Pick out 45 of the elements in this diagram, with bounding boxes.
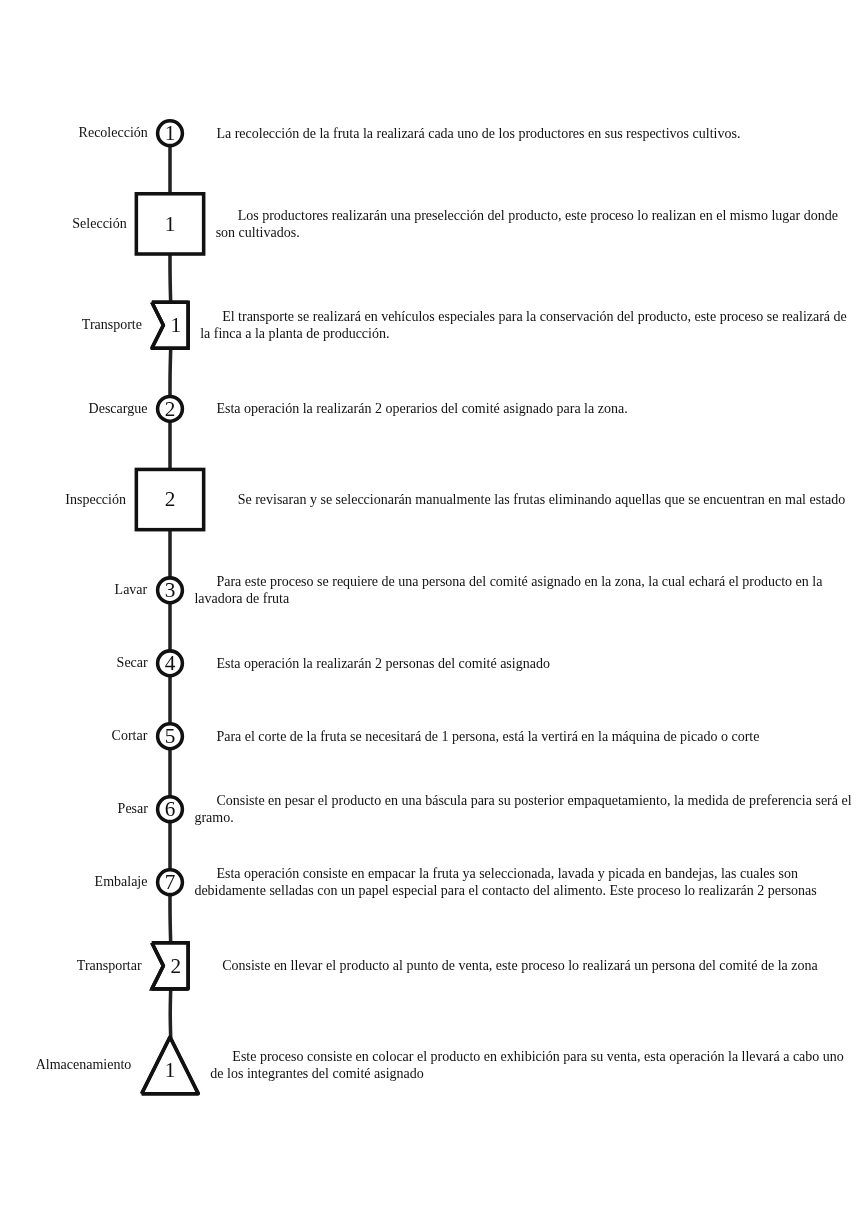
step-description: Consiste en pesar el producto en una báscula para su posterior empaquetamiento, la medida de preferencia será el gramo. — [194, 792, 853, 827]
connector-line — [168, 894, 173, 944]
operation-circle: 7 — [155, 868, 185, 897]
step-name: Cortar — [111, 728, 148, 745]
step-name: Embalaje — [94, 874, 148, 891]
connector-line — [168, 748, 172, 797]
step-description: Para este proceso se requiere de una persona del comité asignado en la zona, la cual echará el producto en la lavadora de fruta — [194, 573, 824, 608]
inspection-square: 1 — [134, 192, 206, 256]
step-description: Consiste en llevar el producto al punto de venta, este proceso lo realizará un persona del comité de la zona — [221, 957, 819, 975]
step-name: Almacenamiento — [35, 1057, 132, 1074]
operation-circle: 1 — [155, 119, 185, 148]
step-name: Transportar — [76, 957, 142, 974]
step-name: Inspección — [65, 491, 126, 508]
operation-circle: 5 — [155, 722, 185, 751]
step-description: Esta operación consiste en empacar la fruta ya seleccionada, lavada y picada en bandejas, las cuales son debidamente selladas con un papel especial para el contacto del alimento. Este proceso lo realizarán 2 personas — [194, 865, 818, 900]
step-description: Los productores realizarán una preselección del producto, este proceso lo realizan en el mismo lugar donde son cultivados. — [215, 206, 839, 241]
operation-circle: 3 — [155, 576, 185, 605]
inspection-square: 2 — [134, 467, 206, 532]
step-description: La recolección de la fruta la realizará cada uno de los productores en sus respectivos cultivos. — [215, 124, 742, 142]
step-description: Para el corte de la fruta se necesitará de 1 persona, está la vertirá en la máquina de picado o corte — [215, 727, 761, 745]
connector-line — [168, 989, 173, 1038]
step-description: Se revisaran y se seleccionarán manualmente las frutas eliminando aquellas que se encuentran en mal estado — [236, 491, 847, 509]
connector-line — [168, 529, 172, 578]
transport-flag: 2 — [150, 941, 190, 991]
connector-line — [168, 821, 172, 870]
step-description: Este proceso consiste en colocar el producto en exhibición para su venta, esta operación la llevará a cabo uno de los integrantes del comité asignado — [210, 1048, 845, 1083]
connector-line — [168, 602, 172, 651]
step-description: Esta operación la realizarán 2 operarios del comité asignado para la zona. — [215, 400, 629, 418]
operation-circle: 6 — [155, 795, 185, 824]
step-name: Lavar — [114, 582, 148, 599]
step-name: Descargue — [88, 400, 148, 417]
step-name: Pesar — [117, 801, 148, 818]
step-description: Esta operación la realizarán 2 personas del comité asignado — [215, 654, 551, 672]
operation-circle: 2 — [155, 394, 185, 423]
step-name: Selección — [72, 215, 127, 232]
step-name: Transporte — [81, 317, 142, 334]
step-name: Recolección — [78, 125, 148, 142]
transport-flag: 1 — [150, 300, 190, 351]
connector-line — [168, 421, 172, 470]
storage-triangle: 1 — [139, 1035, 201, 1096]
connector-line — [168, 675, 172, 724]
step-description: El transporte se realizará en vehículos especiales para la conservación del producto, este proceso se realizará de la finca a la planta de producción. — [200, 308, 848, 343]
operation-circle: 4 — [155, 649, 185, 678]
step-name: Secar — [116, 655, 148, 672]
connector-line — [168, 145, 172, 194]
